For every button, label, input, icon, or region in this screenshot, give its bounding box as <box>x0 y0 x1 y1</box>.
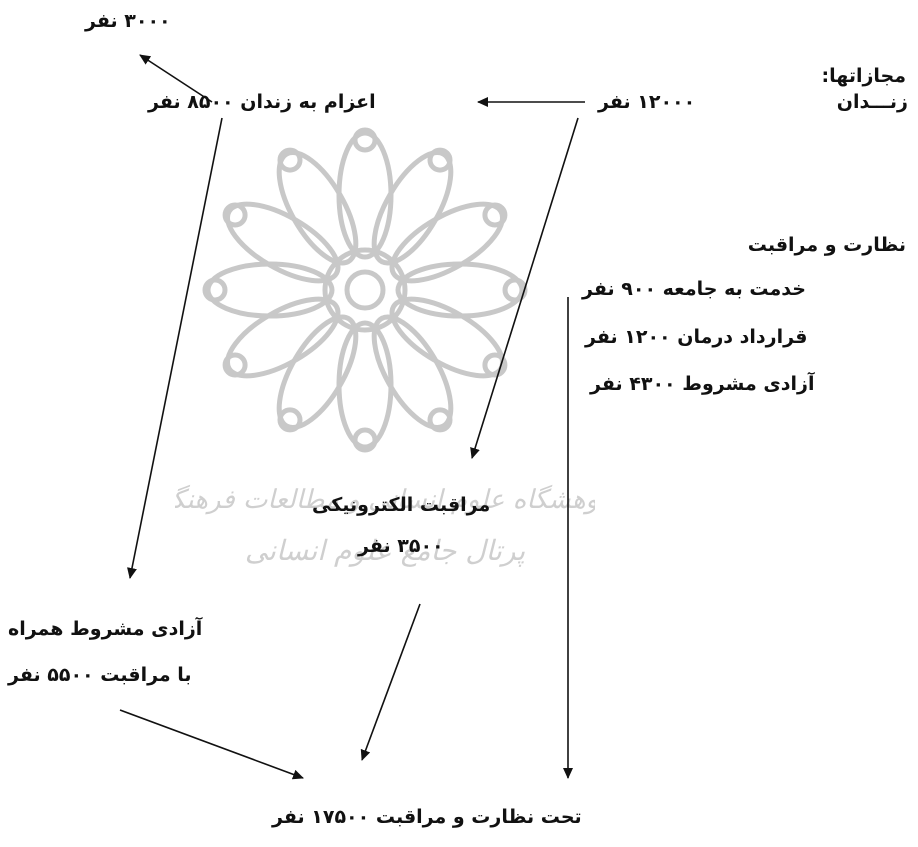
sent-to-prison: اعزام به زندان ۸۵۰۰ نفر <box>148 91 376 113</box>
electronic-title: مراقبت الکترونیکی <box>312 494 491 516</box>
supervision-title: نظارت و مراقبت <box>747 234 906 256</box>
parole: آزادی مشروط ۴۳۰۰ نفر <box>590 373 815 395</box>
treatment-contract: قرارداد درمان ۱۲۰۰ نفر <box>585 326 808 348</box>
electronic-count: ۳۵۰۰ نفر <box>358 535 444 557</box>
arrow-prison-to-electronic <box>470 117 579 459</box>
penalties-header: مجازاتها: <box>821 65 906 87</box>
parole-with-supervision-line-1: آزادی مشروط همراه <box>8 618 203 640</box>
arrow-electronic-to-total <box>360 603 421 761</box>
arrow-parole-supervision-to-total <box>119 709 304 780</box>
top-left-count: ۳۰۰۰ نفر <box>85 10 171 32</box>
arrow-sent-to-top-left <box>139 54 213 103</box>
prison-count: ۱۲۰۰۰ نفر <box>598 91 696 113</box>
community-service: خدمت به جامعه ۹۰۰ نفر <box>582 278 806 300</box>
prison-row-label: زنـــدان <box>836 91 908 113</box>
total-under-supervision: تحت نظارت و مراقبت ۱۷۵۰۰ نفر <box>272 806 582 828</box>
arrow-sent-to-parole-supervision <box>127 117 223 579</box>
parole-with-supervision-line-2: با مراقبت ۵۵۰۰ نفر <box>8 664 192 686</box>
